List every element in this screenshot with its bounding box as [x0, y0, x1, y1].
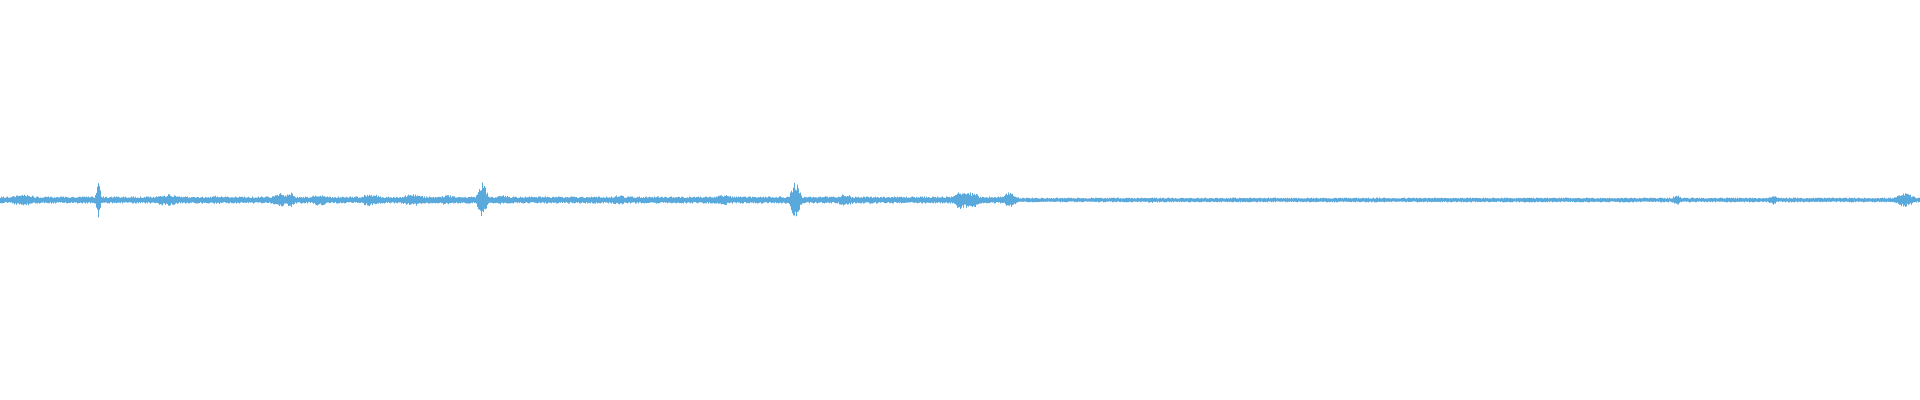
- waveform-trace: [0, 182, 1920, 218]
